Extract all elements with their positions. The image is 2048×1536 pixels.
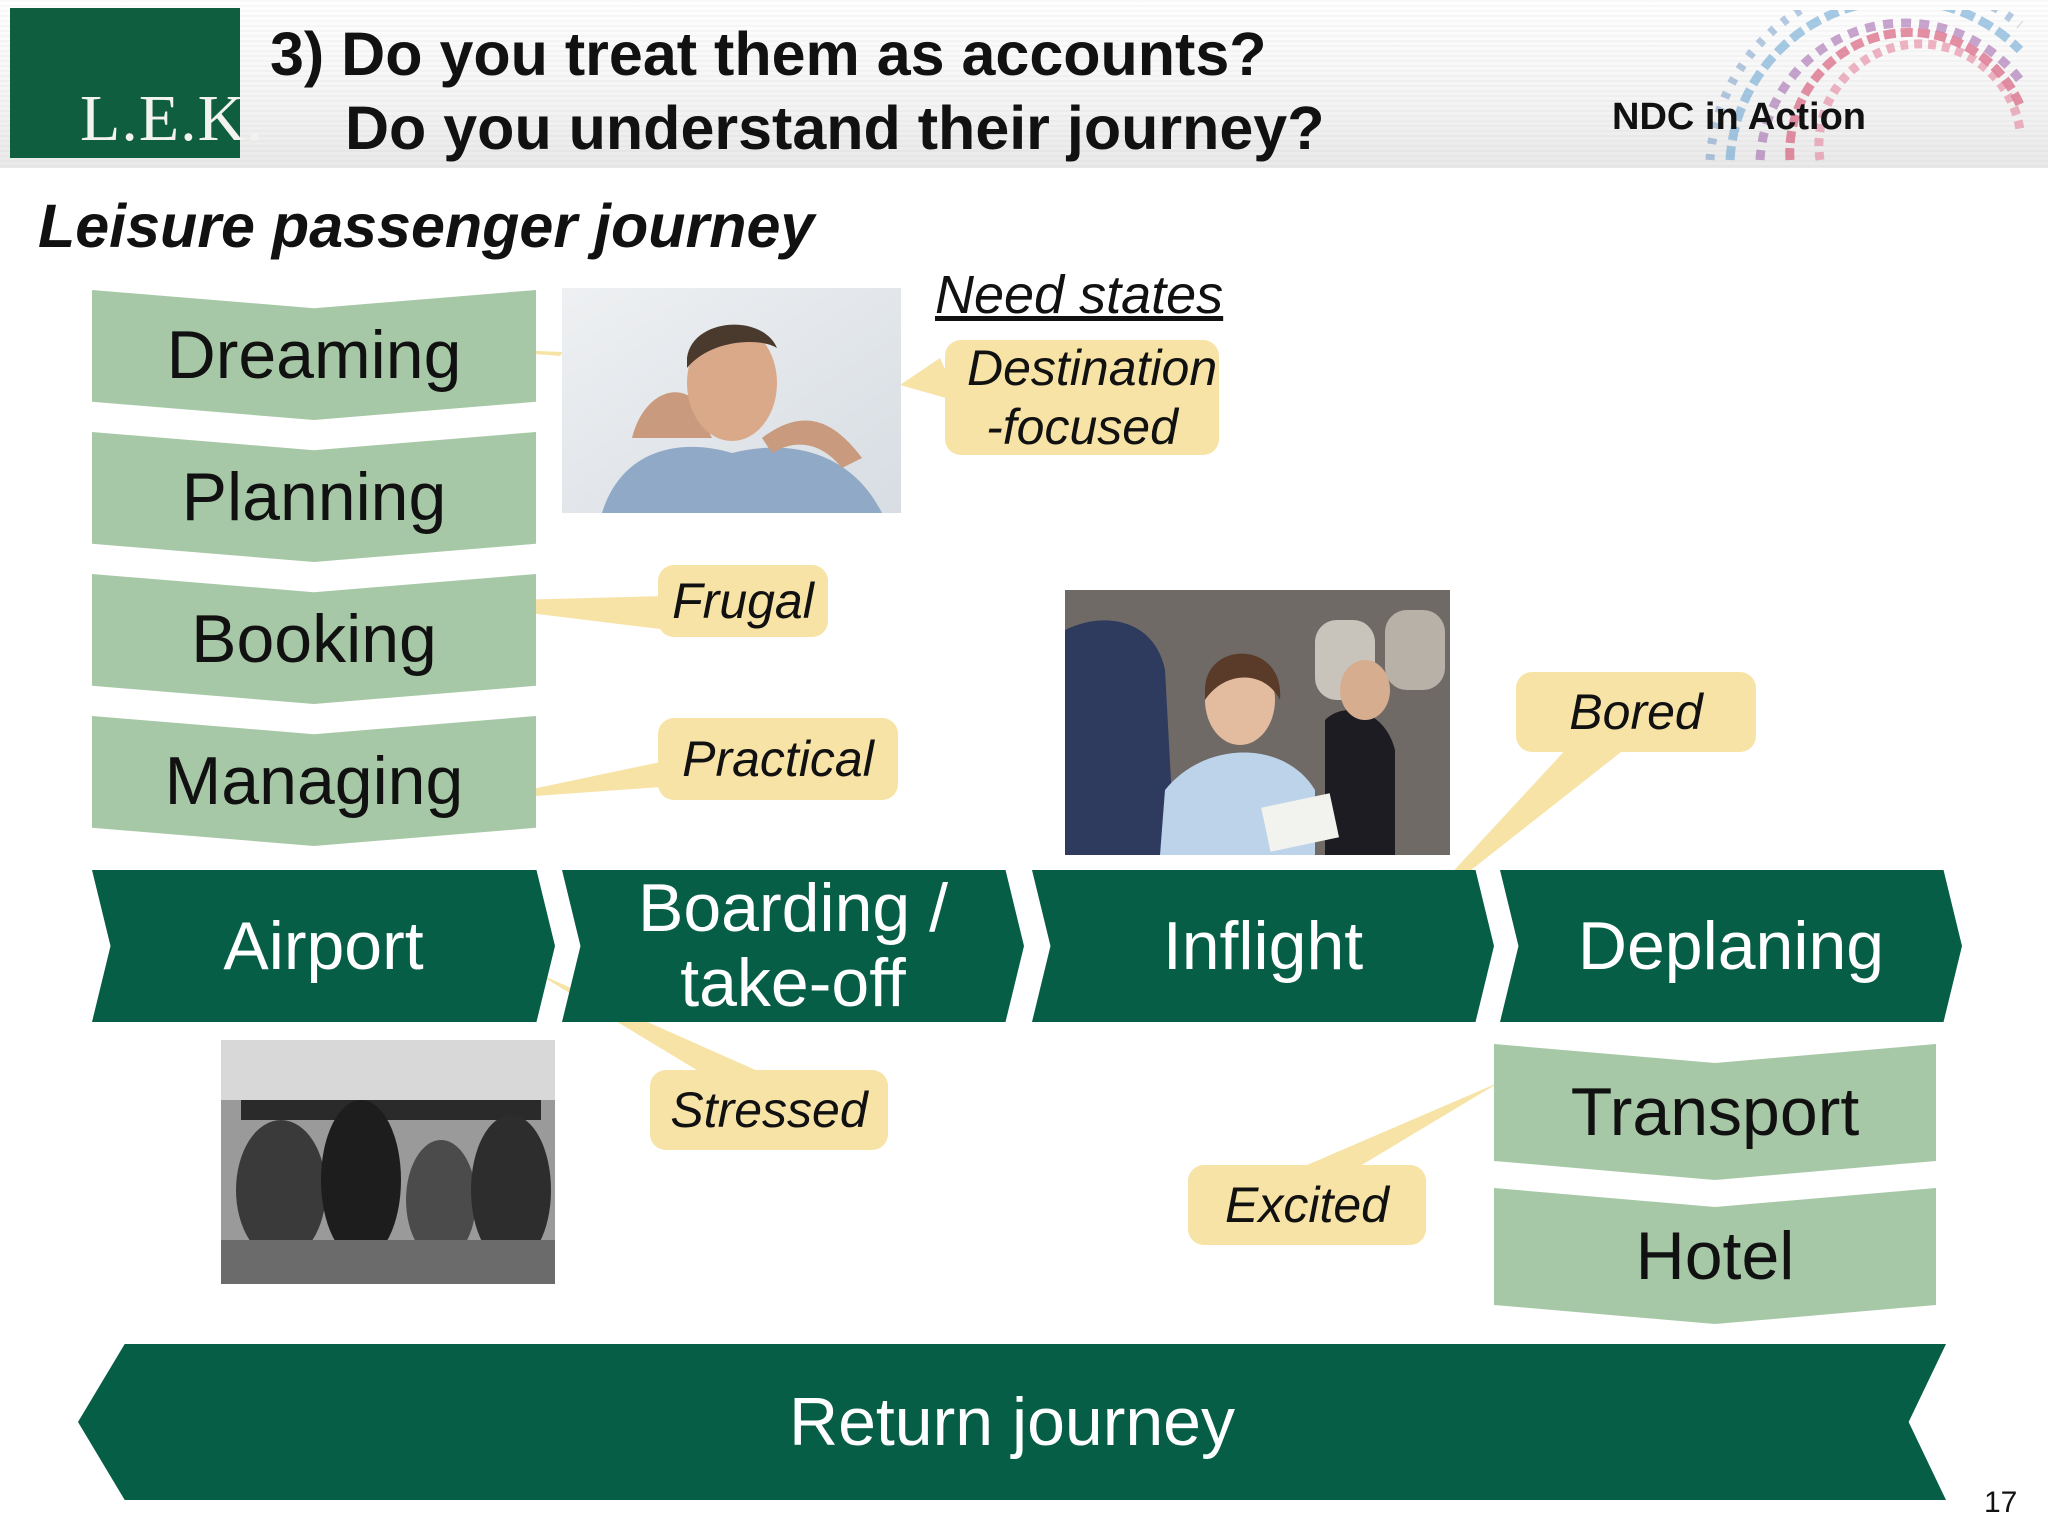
- lek-logo: L.E.K.: [10, 8, 263, 158]
- slide-title-line-1: 3) Do you treat them as accounts?: [270, 20, 1267, 88]
- stage-managing: Managing: [92, 716, 536, 846]
- stage-booking: Booking: [92, 574, 536, 704]
- stage-planning: Planning: [92, 432, 536, 562]
- stage-transport: Transport: [1494, 1044, 1936, 1180]
- ndc-arc-graphic: [1705, 10, 2025, 161]
- callout-excited: Excited: [1188, 1165, 1426, 1245]
- page-number: 17: [1984, 1486, 2018, 1519]
- stage-airport: Airport: [92, 870, 555, 1022]
- photo-relaxing-man: [562, 288, 901, 513]
- stage-dreaming: Dreaming: [92, 290, 536, 420]
- callout-destination-text: Destination -focused: [967, 339, 1218, 455]
- photo-airport-crowd: [221, 1040, 555, 1284]
- photo-inflight-passengers: [1065, 590, 1450, 855]
- pointer-excited: [1300, 1082, 1500, 1172]
- slide-title-line-2: Do you understand their journey?: [345, 94, 1325, 162]
- header-band: [0, 0, 2048, 168]
- stage-inflight: Inflight: [1032, 870, 1494, 1022]
- stage-deplaning: Deplaning: [1500, 870, 1962, 1022]
- return-journey-label: Return journey: [788, 1384, 1236, 1460]
- subtitle: Leisure passenger journey: [38, 192, 815, 260]
- need-states-heading: Need states: [935, 265, 1224, 325]
- callout-bored: Bored: [1516, 672, 1756, 752]
- callout-stressed: Stressed: [650, 1070, 888, 1150]
- callout-practical: Practical: [658, 718, 898, 800]
- callout-destination-focused: Destination -focused: [945, 340, 1219, 455]
- stage-boarding-take-off: Boarding / take-off: [562, 870, 1024, 1022]
- ndc-in-action-label: NDC in Action: [1612, 96, 1867, 138]
- logo-text: L.E.K.: [80, 82, 264, 155]
- callout-frugal: Frugal: [658, 565, 828, 637]
- stage-hotel: Hotel: [1494, 1188, 1936, 1324]
- return-journey-arrow: Return journey: [78, 1344, 1946, 1500]
